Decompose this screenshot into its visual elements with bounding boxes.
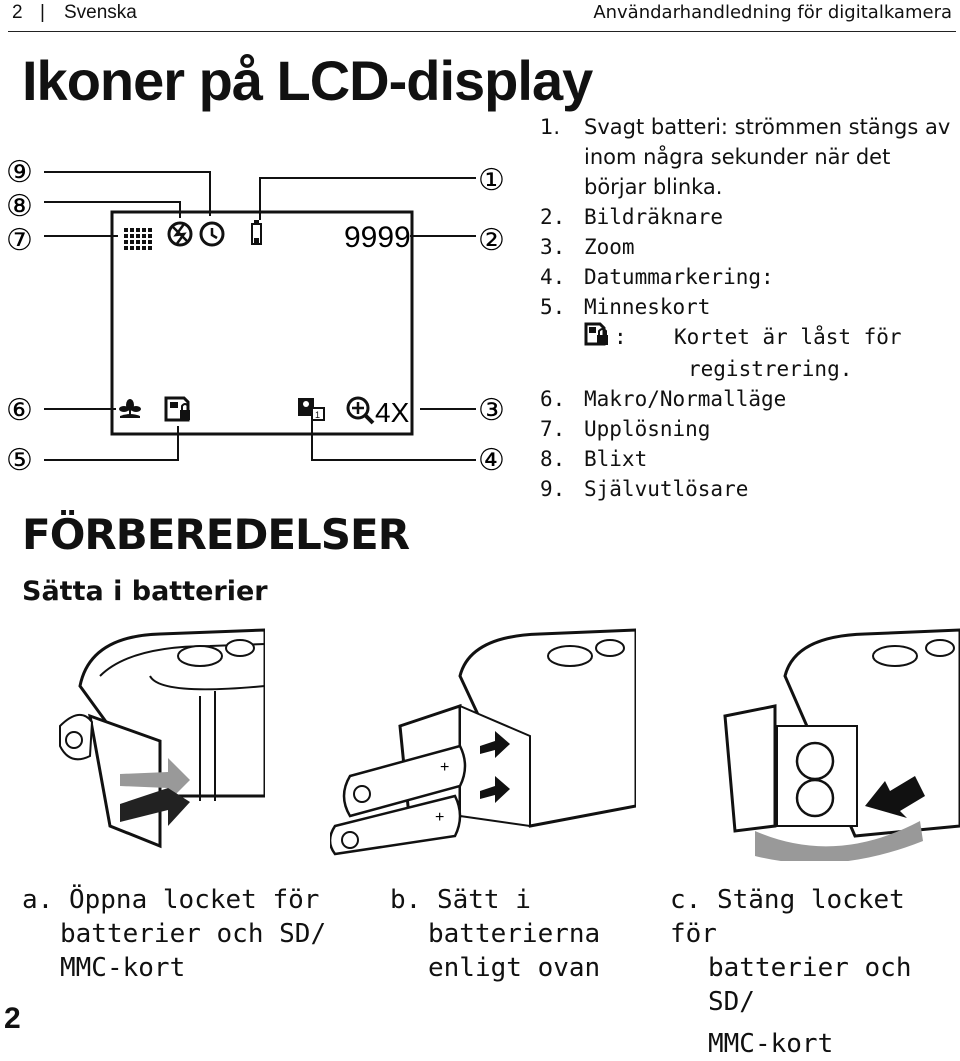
header-page-number: 2: [12, 2, 23, 23]
header-separator: |: [40, 2, 45, 23]
step-a: a. Öppna locket för batterier och SD/ MM…: [22, 885, 327, 983]
card-locked-icon: [164, 396, 190, 422]
callout-2: ②: [478, 224, 505, 257]
card-note-line1: Kortet är låst för: [674, 325, 902, 349]
resolution-icon: [124, 228, 152, 250]
lcd-diagram: ⑨ ⑧ ⑦ ⑥ ⑤ ① ② ③ ④ 9999: [6, 156, 505, 477]
illustration-open-cover: [59, 628, 265, 849]
svg-text:+: +: [440, 759, 449, 776]
flash-off-icon: [167, 221, 193, 247]
callout-9: ⑨: [6, 156, 33, 189]
list-item-text: Upplösning: [584, 417, 711, 441]
callout-7: ⑦: [6, 224, 33, 257]
list-item-text: Datummarkering:: [584, 265, 774, 289]
list-item-text: Svagt batteri: strömmen stängs av: [584, 115, 951, 139]
callout-4: ④: [478, 444, 505, 477]
leader-5: [44, 426, 179, 461]
macro-icon: [119, 399, 141, 418]
svg-text:+: +: [435, 809, 444, 826]
icon-list: 1. Svagt batteri: strömmen stängs av inom…: [540, 112, 950, 504]
list-item-text: börjar blinka.: [584, 175, 723, 199]
arrow-icon: [480, 731, 510, 758]
header-language: Svenska: [64, 2, 137, 23]
zoom-level: 4X: [375, 397, 410, 428]
leader-9: [44, 171, 211, 216]
page-number: 2: [4, 1002, 21, 1035]
battery-icon: +: [330, 794, 462, 856]
list-item-text: Bildräknare: [584, 205, 724, 229]
callout-5: ⑤: [6, 444, 33, 477]
step-c: c. Stäng locket för batterier och SD/ MM…: [670, 885, 912, 1059]
callout-3: ③: [478, 394, 505, 427]
step-b: b. Sätt i batterierna enligt ovan: [390, 885, 601, 983]
leader-1: [259, 177, 476, 220]
card-note-line2: registrering.: [688, 357, 853, 381]
list-item-text: inom några sekunder när det: [584, 145, 891, 169]
zoom-icon: [346, 396, 375, 425]
card-note: : Kortet är låst för: [540, 322, 950, 354]
curved-arrow-icon: [755, 821, 923, 861]
arrow-icon: [480, 776, 510, 803]
list-item-text: Zoom: [584, 235, 635, 259]
leader-4: [311, 418, 476, 461]
callout-8: ⑧: [6, 190, 33, 223]
svg-text:1: 1: [315, 410, 320, 420]
lcd-frame: [110, 210, 414, 436]
battery-low-icon: [251, 220, 262, 245]
self-timer-icon: [199, 221, 225, 247]
battery-icon: +: [342, 744, 467, 818]
section-title: FÖRBEREDELSER: [22, 510, 410, 559]
header-manual-title: Användarhandledning för digitalkamera: [593, 2, 952, 23]
battery-icon: [795, 741, 835, 781]
list-item-text: Makro/Normalläge: [584, 387, 787, 411]
subsection-title: Sätta i batterier: [22, 576, 268, 607]
header-rule: [8, 31, 956, 32]
illustration-close-cover: [723, 628, 960, 861]
battery-icon: [795, 778, 835, 818]
illustration-insert-batteries: + +: [330, 628, 636, 856]
date-stamp-icon: 1: [298, 398, 325, 421]
leader-8: [44, 201, 181, 218]
arrow-icon: [865, 776, 925, 818]
list-item-number: 1.: [540, 115, 561, 139]
list-item-text: Blixt: [584, 447, 648, 471]
card-locked-icon: [584, 322, 614, 354]
callout-1: ①: [478, 164, 505, 197]
list-item-text: Självutlösare: [584, 477, 749, 501]
list-item-text: Minneskort: [584, 295, 711, 319]
image-counter: 9999: [344, 221, 411, 254]
page-title: Ikoner på LCD-display: [22, 49, 593, 112]
callout-6: ⑥: [6, 394, 33, 427]
